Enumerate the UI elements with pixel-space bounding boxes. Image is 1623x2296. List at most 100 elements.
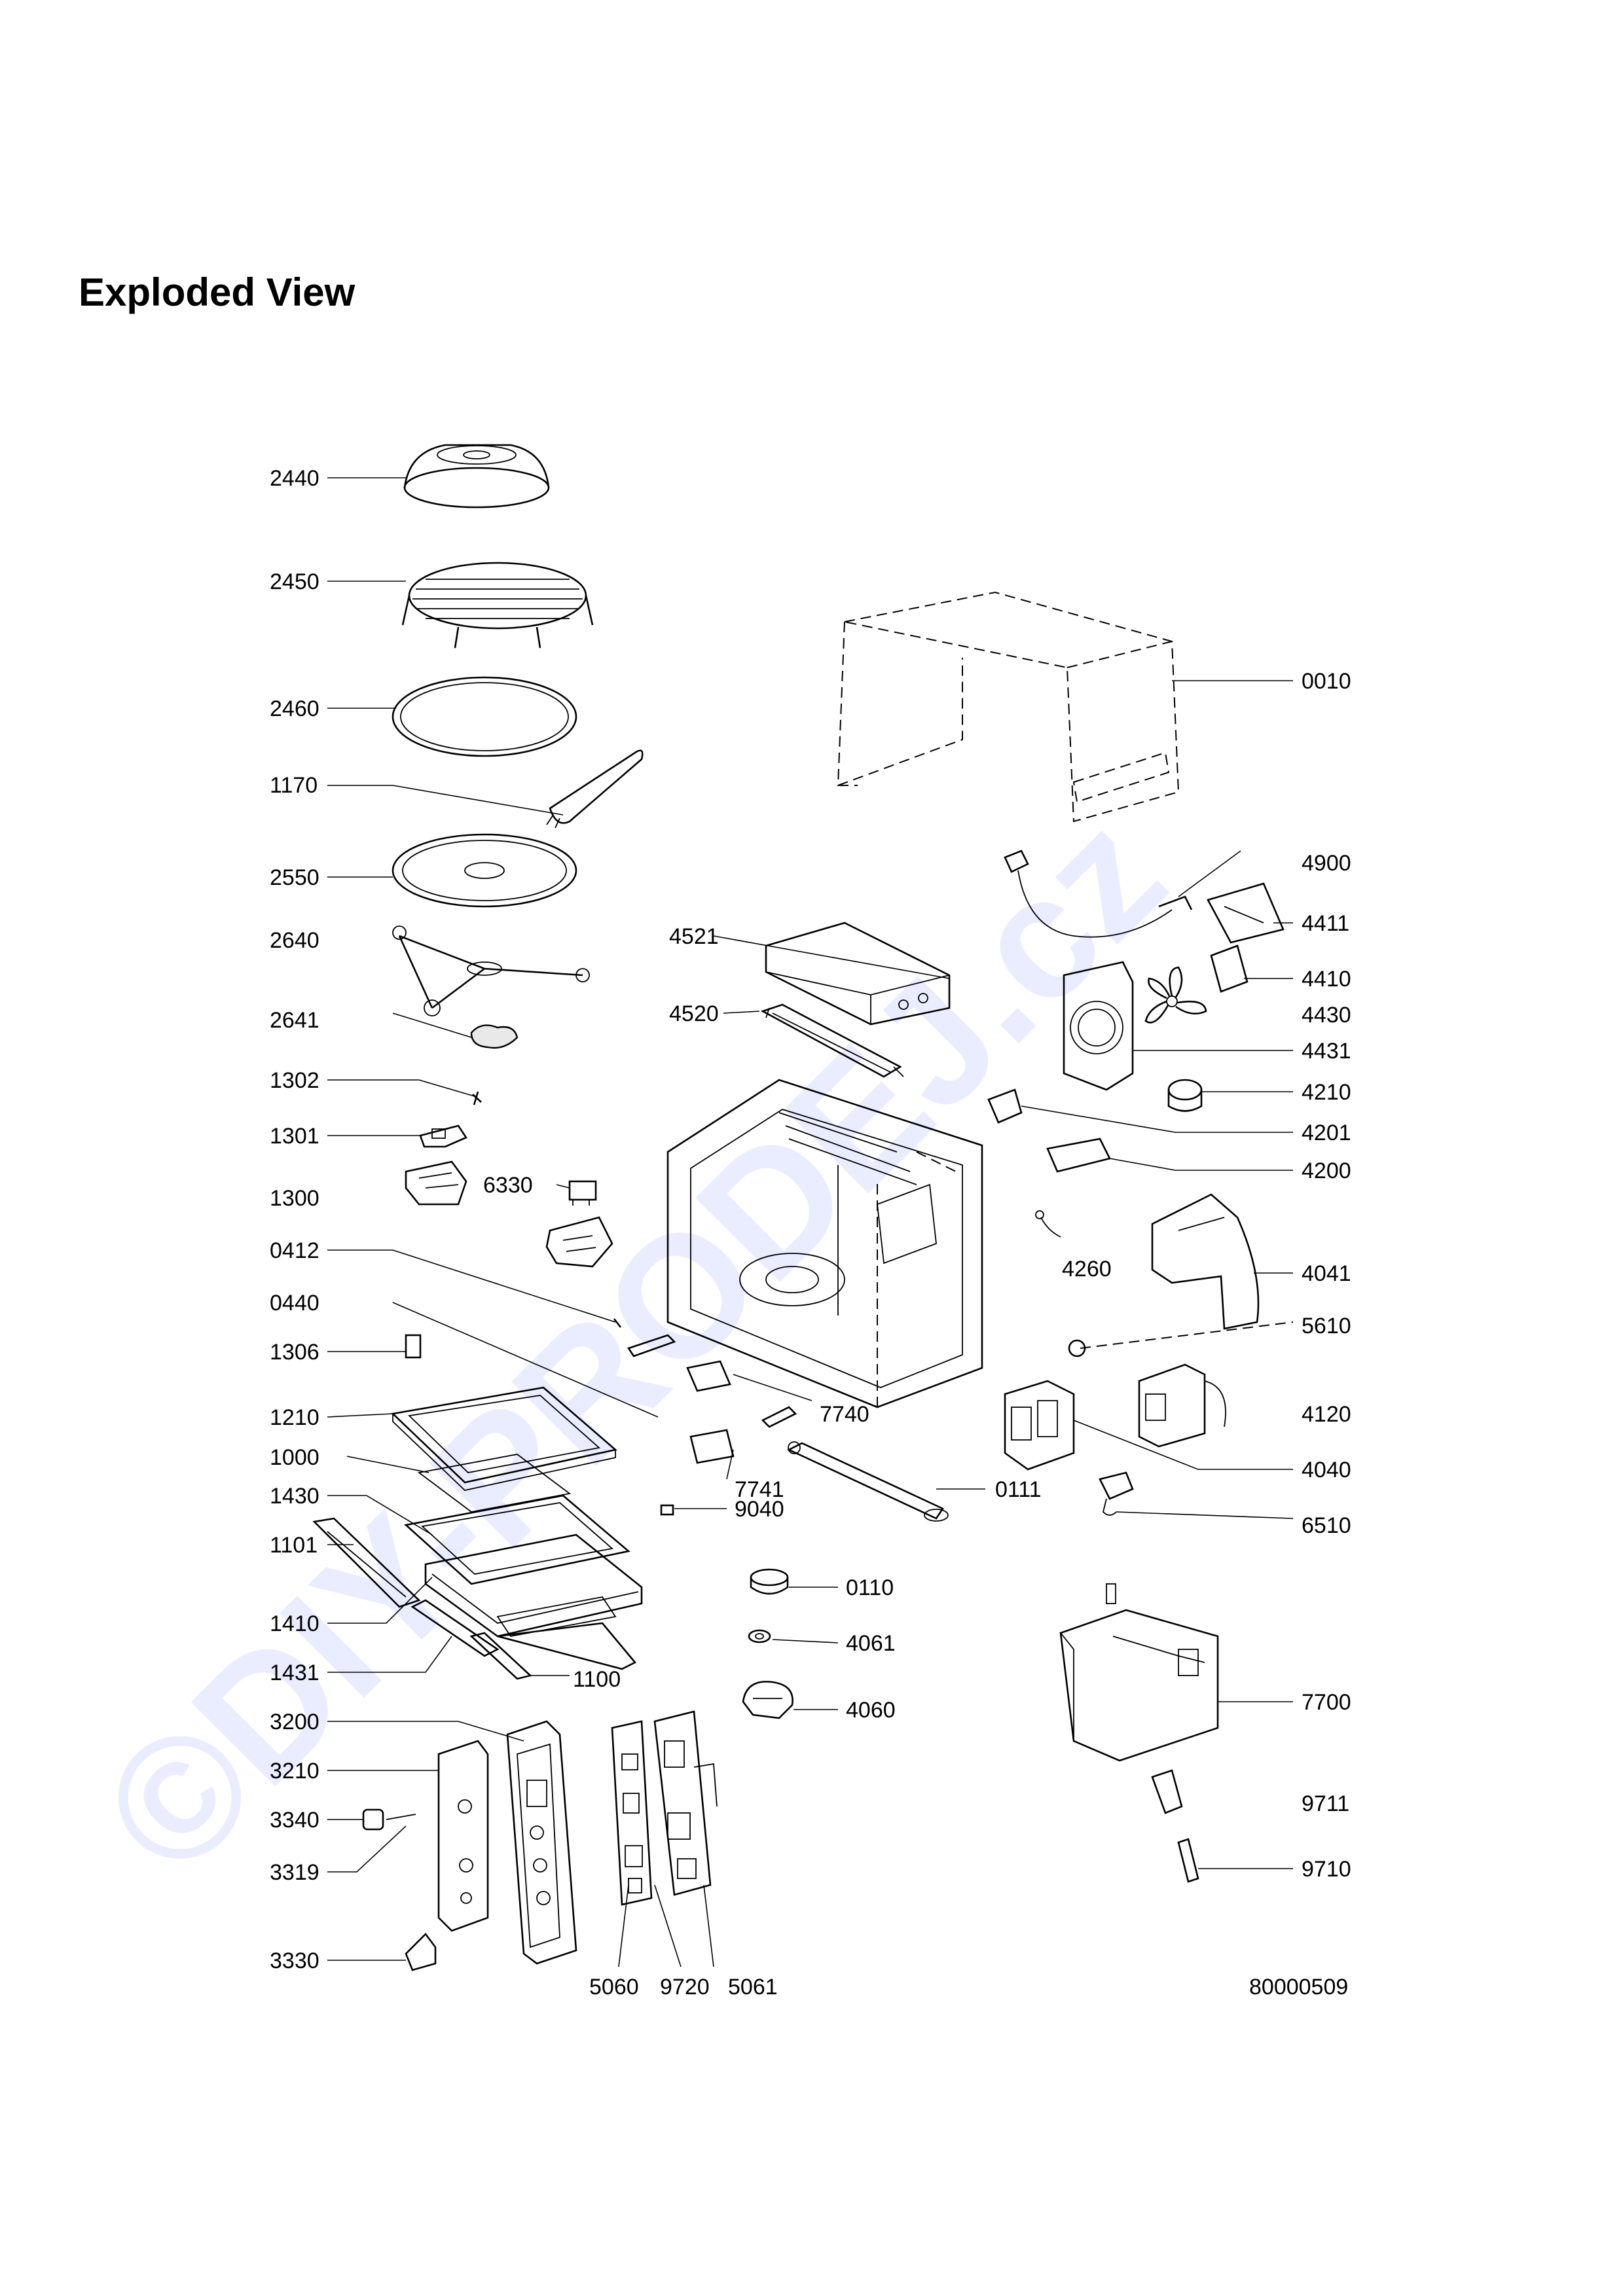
part-5060-pcb (611, 1720, 653, 1906)
part-3340-knob (362, 1808, 416, 1831)
label-1431: 1431 (270, 1660, 319, 1685)
part-1306-clip (405, 1334, 422, 1359)
part-2641-coupler (470, 1024, 519, 1049)
label-1101: 1101 (270, 1533, 318, 1558)
part-4041-air-duct (1151, 1193, 1260, 1330)
label-0440: 0440 (270, 1291, 319, 1316)
label-3340: 3340 (270, 1808, 319, 1833)
label-9710: 9710 (1302, 1857, 1351, 1882)
part-9711-relay (1151, 1769, 1183, 1814)
part-3200-control-panel (506, 1720, 577, 1965)
part-labels: 2440 2450 2460 1170 2550 2640 2641 1302 … (270, 466, 1351, 2000)
part-2550-turntable-plate (392, 833, 577, 908)
label-2641: 2641 (270, 1008, 319, 1033)
label-4200: 4200 (1302, 1158, 1351, 1183)
label-4900: 4900 (1302, 851, 1351, 876)
part-4201-diode (987, 1088, 1023, 1124)
label-4060: 4060 (846, 1698, 896, 1723)
label-7740: 7740 (820, 1402, 869, 1427)
label-6510: 6510 (1302, 1513, 1351, 1538)
part-4520-grill-element (760, 1003, 904, 1078)
part-0111-mounting-bar (787, 1441, 949, 1522)
part-3330-bracket (405, 1933, 437, 1971)
part-1431-door-trim (410, 1599, 637, 1670)
part-4200-capacitor (1046, 1138, 1111, 1173)
part-1100-door-key (469, 1632, 532, 1680)
label-4410: 4410 (1302, 967, 1351, 992)
label-2550: 2550 (270, 865, 319, 890)
label-5610: 5610 (1302, 1314, 1351, 1338)
label-2450: 2450 (270, 569, 319, 594)
watermark: ©DIY-PRODEJ.cz (66, 778, 1200, 1911)
part-1301-hinge (419, 1124, 467, 1148)
part-4410-motor-bracket (1210, 944, 1249, 993)
part-7700-base-assembly (1059, 1583, 1219, 1762)
label-4520: 4520 (669, 1001, 719, 1026)
part-1210-door-frame (391, 1386, 617, 1491)
part-4900-wire-harness (1004, 850, 1193, 938)
part-9710-fuse (1177, 1838, 1199, 1883)
label-1210: 1210 (270, 1405, 319, 1430)
label-4061: 4061 (846, 1631, 896, 1656)
part-cavity (666, 1079, 983, 1408)
label-0010: 0010 (1302, 669, 1351, 694)
label-0412: 0412 (270, 1238, 319, 1263)
part-1000-glass (417, 1454, 572, 1513)
part-4061-coupling (748, 1629, 771, 1643)
label-4120: 4120 (1302, 1402, 1351, 1427)
label-1306: 1306 (270, 1340, 319, 1365)
part-6330-switch (568, 1180, 597, 1206)
label-5061: 5061 (728, 1975, 778, 2000)
label-9040: 9040 (735, 1497, 784, 1522)
label-4431: 4431 (1302, 1039, 1351, 1064)
leader-lines (327, 477, 1294, 1967)
part-4060-turntable-motor (742, 1681, 793, 1719)
part-4040-transformer (1004, 1380, 1075, 1471)
label-7700: 7700 (1302, 1690, 1351, 1715)
part-2440-cover (403, 444, 550, 509)
part-4431-fan-housing (1063, 961, 1134, 1091)
part-0110-roller (750, 1568, 789, 1595)
part-6510-thermal-cutout (1099, 1471, 1134, 1516)
label-4430: 4430 (1302, 1003, 1351, 1028)
part-switch-bracket (545, 1216, 613, 1268)
label-4260: 4260 (1062, 1257, 1112, 1282)
part-2460-ring (392, 676, 577, 757)
label-2440: 2440 (270, 466, 319, 491)
part-3210-panel-cover (437, 1740, 489, 1932)
part-4260-fuse-link (1035, 1210, 1061, 1238)
label-0111: 0111 (995, 1477, 1042, 1502)
part-4120-magnetron (1138, 1363, 1226, 1448)
part-0412-rod (613, 1318, 676, 1357)
label-2460: 2460 (270, 696, 319, 721)
part-2450-grill-rack (401, 562, 594, 649)
label-1300: 1300 (270, 1186, 319, 1211)
label-9720: 9720 (660, 1975, 710, 2000)
label-3319: 3319 (270, 1860, 319, 1885)
label-3210: 3210 (270, 1759, 319, 1784)
label-1302: 1302 (270, 1068, 319, 1093)
label-3330: 3330 (270, 1948, 319, 1973)
label-1410: 1410 (270, 1611, 319, 1636)
label-1000: 1000 (270, 1445, 319, 1470)
label-1301: 1301 (270, 1124, 319, 1149)
drawing-number: 80000509 (1249, 1975, 1348, 2000)
part-4430-fan-blade (1144, 966, 1207, 1024)
part-1302-pin (472, 1091, 482, 1105)
part-7740-switch-lever (761, 1406, 797, 1428)
label-5060: 5060 (589, 1975, 639, 2000)
part-4411-bracket (1207, 882, 1285, 944)
label-2640: 2640 (270, 928, 319, 953)
label-1100: 1100 (573, 1667, 621, 1692)
part-0010-outer-casing (837, 591, 1180, 823)
part-1101-choke (312, 1517, 421, 1608)
label-4521: 4521 (669, 924, 719, 949)
label-6330: 6330 (483, 1173, 533, 1198)
part-4521-cover (765, 922, 951, 1026)
label-0110: 0110 (846, 1575, 894, 1600)
label-4201: 4201 (1302, 1121, 1351, 1145)
label-3200: 3200 (270, 1710, 319, 1734)
part-1410-glass-film (496, 1596, 617, 1637)
